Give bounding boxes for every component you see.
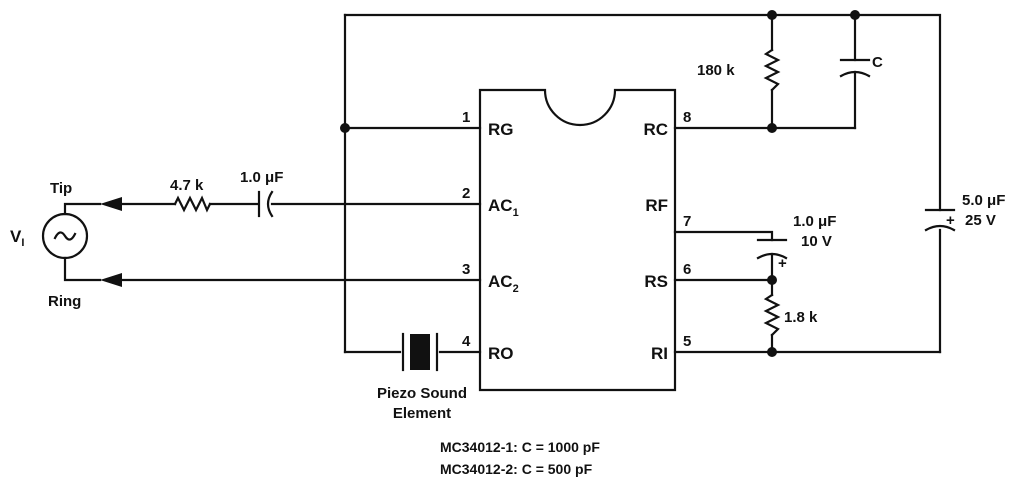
piezo-label-line2: Element [393, 405, 451, 422]
junctions [340, 10, 860, 357]
pin-3-name: AC2 [488, 272, 519, 295]
junction-dot [340, 123, 350, 133]
pin-7-number: 7 [683, 213, 691, 230]
top-rail-wire [343, 13, 942, 212]
piezo-label-line1: Piezo Sound [377, 385, 467, 402]
pin-5-name: RI [651, 344, 668, 363]
pin-4-number: 4 [462, 333, 471, 350]
c-rf-plus: + [778, 255, 787, 272]
wires [63, 13, 942, 354]
junction-dot [767, 275, 777, 285]
ac-source-icon [41, 212, 89, 260]
pin-3-number: 3 [462, 261, 470, 278]
pin-1-number: 1 [462, 109, 470, 126]
capacitor-input-icon [257, 190, 274, 218]
pin-6-name: RS [644, 272, 668, 291]
capacitor-5uf-icon [924, 208, 956, 232]
r-input-label: 4.7 k [170, 177, 204, 194]
junction-dot [767, 123, 777, 133]
note-line-2: MC34012-2: C = 500 pF [440, 461, 593, 477]
capacitor-c-icon [839, 58, 871, 78]
c-big-label: 5.0 μF [962, 192, 1005, 209]
c-top-label: C [872, 54, 883, 71]
junction-dot [767, 10, 777, 20]
pin-7-name: RF [645, 196, 668, 215]
pin-5-number: 5 [683, 333, 691, 350]
pin-2-number: 2 [462, 185, 470, 202]
c-rf-label: 1.0 μF [793, 213, 836, 230]
pin-1-name: RG [488, 120, 514, 139]
tip-lead-wire [63, 202, 102, 216]
capacitor-rf-icon [756, 238, 788, 260]
tip-arrow-icon [100, 197, 122, 211]
resistor-4k7-icon [173, 195, 212, 213]
pin-2-name: AC1 [488, 196, 519, 219]
piezo-element-icon [401, 332, 439, 372]
source-label: VI [10, 227, 24, 249]
resistor-1k8-icon [763, 293, 781, 337]
c-rf-voltage-label: 10 V [801, 233, 832, 250]
c-big-plus: + [946, 212, 955, 229]
junction-dot [850, 10, 860, 20]
pin-4-name: RO [488, 344, 514, 363]
note-line-1: MC34012-1: C = 1000 pF [440, 439, 600, 455]
ac-source [41, 212, 89, 260]
sine-wave-icon [53, 231, 77, 241]
resistor-180k-icon [763, 48, 781, 92]
ring-arrow-icon [100, 273, 122, 287]
ring-lead-wire [63, 256, 102, 282]
r-rs-label: 1.8 k [784, 309, 818, 326]
ring-label: Ring [48, 293, 81, 310]
pin-8-name: RC [643, 120, 668, 139]
junction-dot [767, 347, 777, 357]
pin-6-number: 6 [683, 261, 691, 278]
pin7-wire [673, 230, 774, 242]
ic-chip [478, 88, 677, 392]
ic-body [478, 88, 677, 392]
c-input-label: 1.0 μF [240, 169, 283, 186]
pin-8-number: 8 [683, 109, 691, 126]
r-top-label: 180 k [697, 62, 735, 79]
tip-label: Tip [50, 180, 72, 197]
c-big-voltage-label: 25 V [965, 212, 996, 229]
